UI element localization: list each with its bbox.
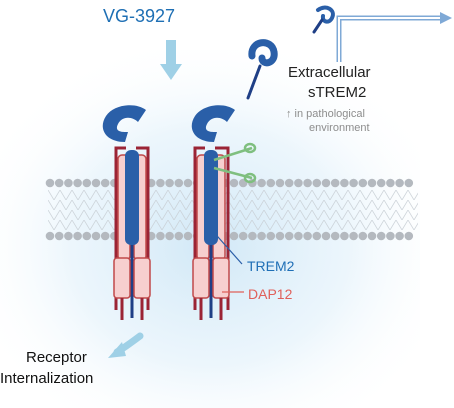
lipid-head	[303, 231, 312, 241]
strem2-label: sTREM2	[308, 84, 367, 101]
lipid-head	[54, 178, 64, 188]
lipid-head	[376, 231, 386, 241]
lipid-head	[183, 231, 193, 241]
lipid-head	[275, 178, 285, 188]
drug-label: VG-3927	[103, 6, 176, 26]
lipid-head	[275, 231, 285, 241]
lipid-head	[312, 178, 322, 188]
lipid-head	[73, 231, 82, 241]
lipid-head	[321, 178, 331, 188]
lipid-head	[266, 178, 276, 188]
lipid-head	[91, 231, 101, 241]
lipid-head	[45, 231, 55, 241]
lipid-head	[294, 178, 303, 188]
lipid-head	[358, 231, 368, 241]
lipid-head	[229, 178, 239, 188]
pathology-note-line2: environment	[309, 122, 370, 134]
trem2-dap12-receptor-left	[102, 105, 151, 320]
down-arrow-icon	[160, 40, 182, 80]
lipid-head	[395, 231, 404, 241]
lipid-head	[386, 178, 395, 188]
soluble-trem2-fragment	[246, 39, 278, 100]
lipid-head	[395, 178, 404, 188]
lipid-head	[303, 178, 312, 188]
lipid-head	[54, 231, 64, 241]
lipid-head	[321, 231, 331, 241]
scissors-icon	[213, 142, 257, 184]
lipid-head	[229, 231, 239, 241]
lipid-head	[82, 178, 92, 188]
lipid-head	[64, 231, 73, 241]
pathology-note: ↑ in pathological	[286, 108, 365, 120]
lipid-head	[156, 178, 165, 188]
lipid-head	[284, 231, 294, 241]
lipid-head	[73, 178, 82, 188]
lipid-head	[174, 231, 184, 241]
receptor-label: Receptor	[26, 349, 87, 366]
lipid-head	[294, 231, 303, 241]
lipid-head	[340, 178, 349, 188]
lipid-head	[156, 231, 165, 241]
lipid-head	[404, 231, 414, 241]
lipid-head	[91, 178, 101, 188]
lipid-head	[340, 231, 349, 241]
lipid-head	[266, 231, 276, 241]
trem2-ig-domain	[102, 105, 146, 142]
lipid-head	[165, 178, 174, 188]
lipid-head	[183, 178, 193, 188]
lipid-head	[100, 178, 110, 188]
dap12-label: DAP12	[248, 286, 293, 302]
lipid-head	[330, 178, 340, 188]
lipid-head	[367, 178, 377, 188]
lipid-head	[257, 231, 266, 241]
lipid-head	[349, 178, 358, 188]
trem2-ig-domain	[191, 105, 235, 142]
lipid-head	[64, 178, 73, 188]
lipid-head	[82, 231, 92, 241]
lipid-head	[386, 231, 395, 241]
trem2-dap12-receptor-right	[191, 105, 235, 320]
soluble-trem2-fragment-top	[312, 5, 335, 34]
lipid-head	[45, 178, 55, 188]
lipid-head	[376, 178, 386, 188]
lipid-head	[248, 231, 257, 241]
extracellular-label: Extracellular	[288, 64, 371, 81]
lipid-head	[349, 231, 358, 241]
membrane-tails	[48, 190, 418, 230]
lipid-head	[257, 178, 266, 188]
lipid-head	[404, 178, 414, 188]
lipid-head	[238, 231, 248, 241]
internalization-label: Internalization	[0, 370, 94, 387]
lipid-head	[330, 231, 340, 241]
lipid-head	[174, 178, 184, 188]
lipid-head	[284, 178, 294, 188]
lipid-head	[358, 178, 368, 188]
lipid-head	[367, 231, 377, 241]
trem2-label: TREM2	[247, 258, 295, 274]
lipid-head	[312, 231, 322, 241]
lipid-head	[100, 231, 110, 241]
lipid-head	[165, 231, 174, 241]
trem2-leader-line	[209, 227, 243, 265]
